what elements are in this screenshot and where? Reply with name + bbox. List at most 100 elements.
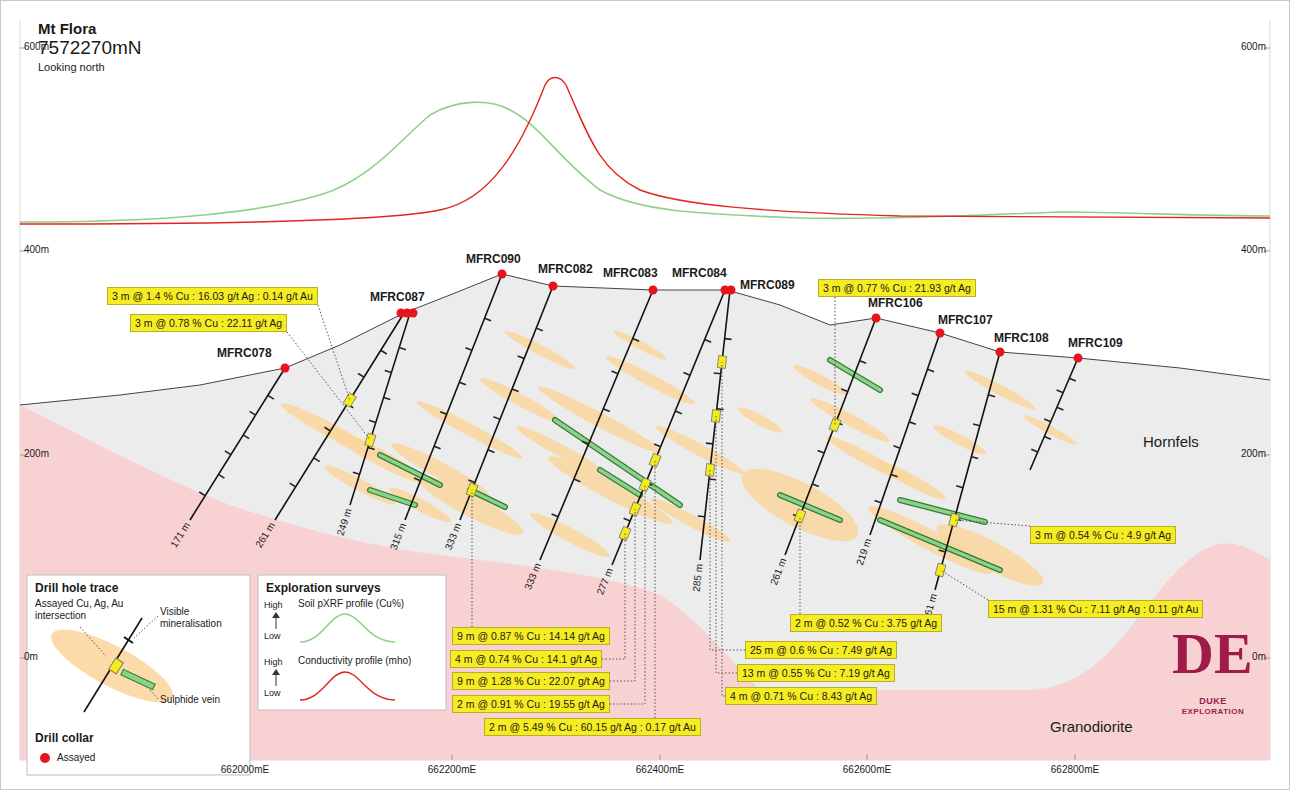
mineralised-zone — [962, 367, 1037, 413]
mineralised-zone — [603, 351, 697, 409]
visible-mineralisation — [465, 348, 472, 351]
assay-callout: 3 m @ 0.77 % Cu : 21.93 g/t Ag — [818, 279, 976, 297]
visible-mineralisation — [250, 411, 256, 415]
sulphide-vein — [900, 500, 985, 522]
assay-callout: 9 m @ 0.87 % Cu : 14.14 g/t Ag — [452, 627, 610, 645]
easting-label: 662600mE — [843, 764, 891, 776]
assay-text: 9 m @ 1.28 % Cu : 22.07 g/t Ag — [457, 675, 605, 687]
assay-text: 4 m @ 0.71 % Cu : 8.43 g/t Ag — [730, 690, 872, 702]
sulphide-vein — [780, 495, 840, 520]
sulphide-vein — [900, 500, 985, 522]
visible-mineralisation — [552, 514, 558, 517]
drill-trace — [190, 368, 285, 520]
hole-name: MFRC089 — [740, 278, 795, 292]
visible-mineralisation — [381, 350, 387, 354]
scale-label: High — [264, 657, 283, 668]
easting-label: 662800mE — [1051, 764, 1099, 776]
visible-mineralisation — [219, 474, 225, 478]
mineralised-zone — [527, 508, 613, 563]
sulphide-vein — [780, 495, 840, 520]
leader-line — [954, 520, 1030, 526]
drill-collar — [996, 348, 1005, 357]
visible-mineralisation — [927, 369, 934, 371]
sulphide-vein — [370, 490, 415, 505]
drill-trace — [935, 352, 1000, 590]
visible-mineralisation — [574, 479, 580, 482]
visible-mineralisation — [988, 395, 995, 397]
assay-text: 2 m @ 0.91 % Cu : 19.55 g/t Ag — [457, 698, 605, 710]
visible-mineralisation — [369, 420, 376, 422]
mineralised-zone — [736, 404, 785, 436]
legend-heading: Exploration surveys — [266, 581, 381, 595]
drill-trace — [350, 313, 410, 505]
visible-mineralisation — [939, 550, 946, 552]
sulphide-vein — [880, 520, 1000, 570]
sulphide-vein — [880, 520, 1000, 570]
visible-mineralisation — [225, 451, 231, 455]
assay-text: 3 m @ 0.78 % Cu : 22.11 g/t Ag — [135, 317, 282, 329]
elevation-label: 0m — [24, 651, 38, 663]
visible-mineralisation — [683, 373, 689, 376]
legend-text: Conductivity profile (mho) — [298, 655, 411, 667]
legend-text: Assayed — [57, 752, 95, 764]
assay-interval — [935, 563, 946, 577]
leader-line — [710, 470, 745, 650]
logo-text: DUKE — [1199, 696, 1227, 707]
visible-mineralisation — [485, 318, 492, 321]
legend-swatch — [40, 753, 50, 763]
visible-mineralisation — [603, 409, 609, 412]
visible-mineralisation — [243, 435, 249, 439]
visible-mineralisation — [290, 483, 296, 487]
legend-heading: Drill collar — [35, 731, 94, 745]
hole-name: MFRC078 — [217, 346, 272, 360]
elevation-label: 600m — [24, 41, 49, 53]
visible-mineralisation — [1044, 419, 1050, 422]
drill-trace — [275, 313, 404, 520]
mineralised-zone — [502, 327, 577, 373]
leader-line — [287, 332, 370, 440]
hole-name: MFRC106 — [868, 296, 923, 310]
leader-line — [472, 490, 473, 627]
drill-trace — [785, 318, 876, 555]
sulphide-vein — [555, 420, 680, 505]
leader-line — [610, 509, 635, 681]
hole-name: MFRC082 — [538, 262, 593, 276]
assay-interval — [343, 393, 356, 407]
visible-mineralisation — [812, 484, 819, 487]
drill-trace — [540, 290, 653, 560]
visible-mineralisation — [956, 486, 963, 488]
visible-mineralisation — [675, 411, 681, 414]
mineralised-zone — [513, 421, 607, 479]
drill-trace — [870, 333, 940, 535]
assay-callout: 2 m @ 0.52 % Cu : 3.75 g/t Ag — [790, 614, 942, 632]
assay-text: 2 m @ 5.49 % Cu : 60.15 g/t Ag : 0.17 g/… — [489, 721, 696, 733]
elevation-label: 400m — [24, 244, 49, 256]
assay-callout: 3 m @ 0.78 % Cu : 22.11 g/t Ag — [130, 314, 287, 332]
assay-callout: 25 m @ 0.6 % Cu : 7.49 g/t Ag — [745, 641, 897, 659]
assay-callout: 4 m @ 0.74 % Cu : 14.1 g/t Ag — [450, 650, 602, 668]
assay-callout: 15 m @ 1.31 % Cu : 7.11 g/t Ag : 0.11 g/… — [988, 600, 1203, 618]
legend-text: Sulphide vein — [160, 694, 220, 706]
rock-label: Hornfels — [1143, 433, 1199, 451]
legend-text: Soil pXRF profile (Cu%) — [298, 598, 404, 610]
elevation-label: 200m — [24, 448, 49, 460]
visible-mineralisation — [414, 478, 421, 481]
visible-mineralisation — [353, 472, 360, 474]
logo-mark: DE — [1172, 622, 1253, 686]
assay-text: 25 m @ 0.6 % Cu : 7.49 g/t Ag — [750, 644, 892, 656]
leader-line — [716, 416, 737, 673]
assay-callout: 13 m @ 0.55 % Cu : 7.19 g/t Ag — [737, 664, 895, 682]
visible-mineralisation — [368, 447, 375, 449]
assay-text: 13 m @ 0.55 % Cu : 7.19 g/t Ag — [742, 667, 890, 679]
drill-collar — [872, 314, 881, 323]
drill-trace — [1030, 358, 1078, 470]
visible-mineralisation — [912, 393, 919, 395]
leader-line — [655, 460, 656, 718]
leader-line — [835, 297, 836, 425]
assay-text: 9 m @ 0.87 % Cu : 14.14 g/t Ag — [457, 630, 605, 642]
visible-mineralisation — [714, 372, 721, 374]
assay-text: 15 m @ 1.31 % Cu : 7.11 g/t Ag : 0.11 g/… — [993, 603, 1198, 615]
assay-callout: 3 m @ 0.54 % Cu : 4.9 g/t Ag — [1030, 526, 1176, 544]
visible-mineralisation — [385, 370, 392, 372]
drill-collar — [549, 282, 558, 291]
